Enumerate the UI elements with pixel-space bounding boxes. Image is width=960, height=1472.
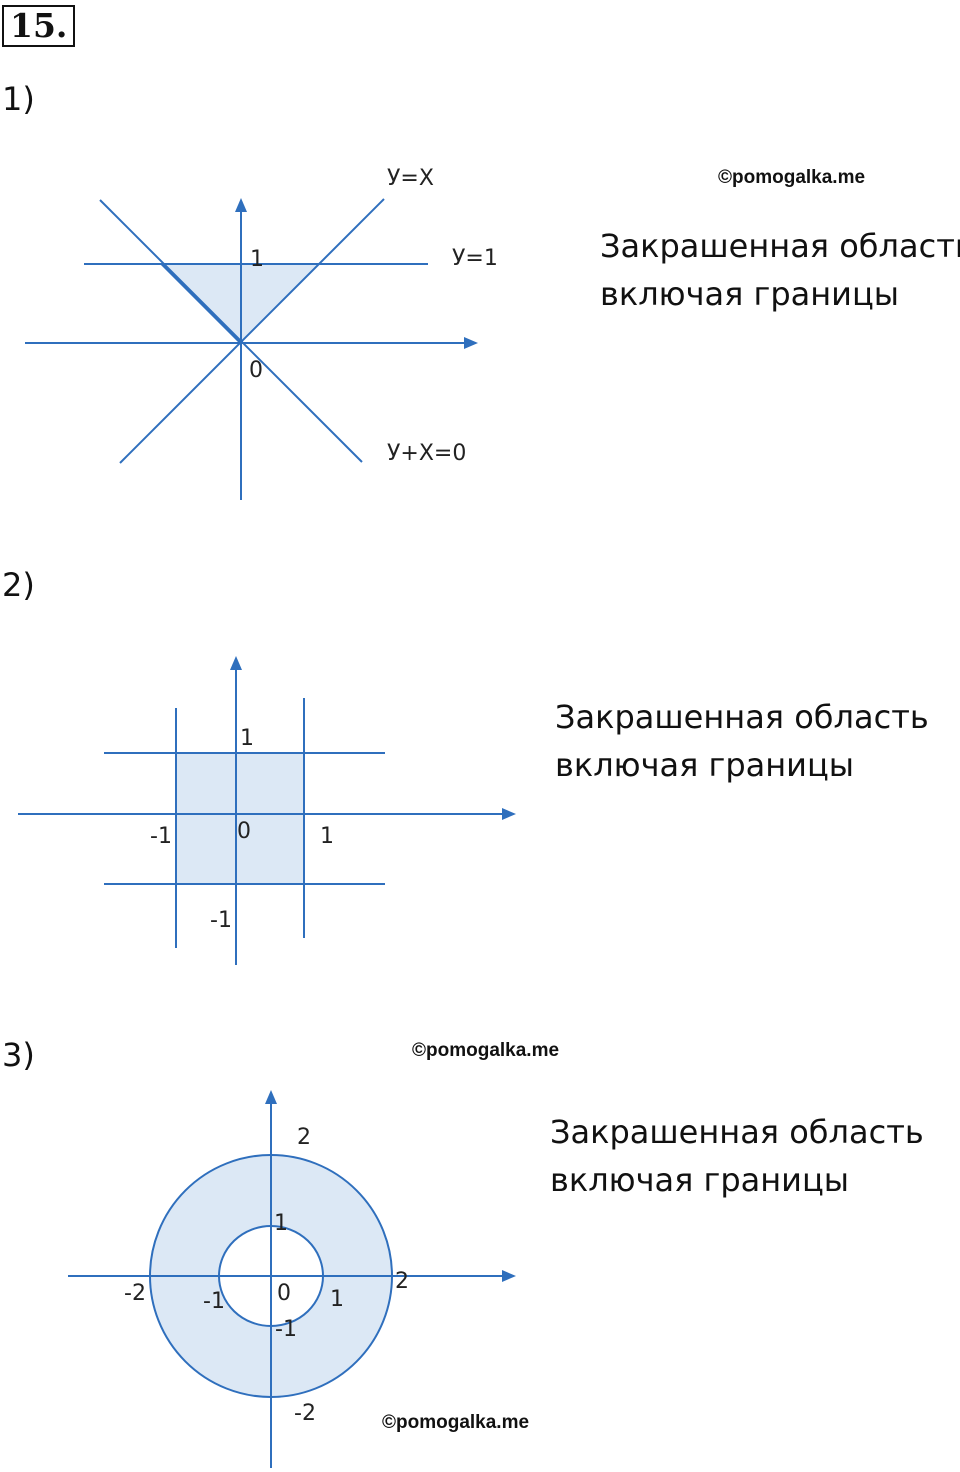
caption-line-1: Закрашенная область xyxy=(550,1113,924,1151)
watermark-top: ©pomogalka.me xyxy=(718,167,866,188)
tick-label-x1: 1 xyxy=(330,1287,344,1312)
part-3-label: 3) xyxy=(2,1036,35,1074)
label-y-plus-x-eq-0: У+Х=0 xyxy=(387,441,466,466)
graph-3: 2 1 -2 -1 0 1 2 -1 -2 xyxy=(68,1090,516,1468)
label-y-eq-x: У=Х xyxy=(387,166,434,191)
tick-label-x-neg2: -2 xyxy=(124,1281,146,1306)
part-3-caption: Закрашенная область включая границы xyxy=(550,1108,924,1204)
tick-label-one: 1 xyxy=(250,247,264,272)
y-axis-arrow xyxy=(235,198,247,212)
graph-1: У=Х У=1 У+Х=0 1 0 xyxy=(25,166,498,500)
part-1-caption: Закрашенная область включая границы xyxy=(600,222,960,318)
x-axis-arrow xyxy=(502,808,516,820)
tick-label-y2: 2 xyxy=(297,1125,311,1150)
tick-label-x2: 2 xyxy=(395,1269,409,1294)
caption-line-2: включая границы xyxy=(550,1161,850,1199)
tick-label-origin: 0 xyxy=(277,1281,291,1306)
y-axis-arrow xyxy=(230,656,242,670)
shaded-ring xyxy=(150,1155,392,1397)
x-axis-arrow xyxy=(502,1270,516,1282)
part-2-caption: Закрашенная область включая границы xyxy=(555,693,929,789)
part-2-label: 2) xyxy=(2,566,35,604)
caption-line-1: Закрашенная область xyxy=(600,227,960,265)
watermark-bottom: ©pomogalka.me xyxy=(382,1412,530,1433)
caption-line-2: включая границы xyxy=(600,275,900,313)
line-y-eq-x xyxy=(119,198,385,464)
tick-label-y-pos: 1 xyxy=(240,726,254,751)
tick-label-y1: 1 xyxy=(274,1211,288,1236)
caption-line-2: включая границы xyxy=(555,746,855,784)
x-axis-arrow xyxy=(464,337,478,349)
watermark-middle: ©pomogalka.me xyxy=(412,1040,560,1061)
shaded-square xyxy=(176,753,304,884)
tick-label-y-neg: -1 xyxy=(210,908,232,933)
tick-label-x-pos: 1 xyxy=(320,824,334,849)
task-number: 15. xyxy=(2,5,76,47)
tick-label-x-neg1: -1 xyxy=(203,1289,225,1314)
graph-2: 1 0 -1 1 -1 xyxy=(18,656,516,965)
shaded-edge-left xyxy=(160,262,243,345)
tick-label-y-neg2: -2 xyxy=(294,1401,316,1426)
tick-label-origin: 0 xyxy=(249,358,263,383)
y-axis-arrow xyxy=(265,1090,277,1104)
caption-line-1: Закрашенная область xyxy=(555,698,929,736)
tick-label-y-neg1: -1 xyxy=(275,1317,297,1342)
tick-label-origin: 0 xyxy=(237,819,251,844)
tick-label-x-neg: -1 xyxy=(150,824,172,849)
label-y-eq-1: У=1 xyxy=(452,246,498,271)
part-1-label: 1) xyxy=(2,80,35,118)
